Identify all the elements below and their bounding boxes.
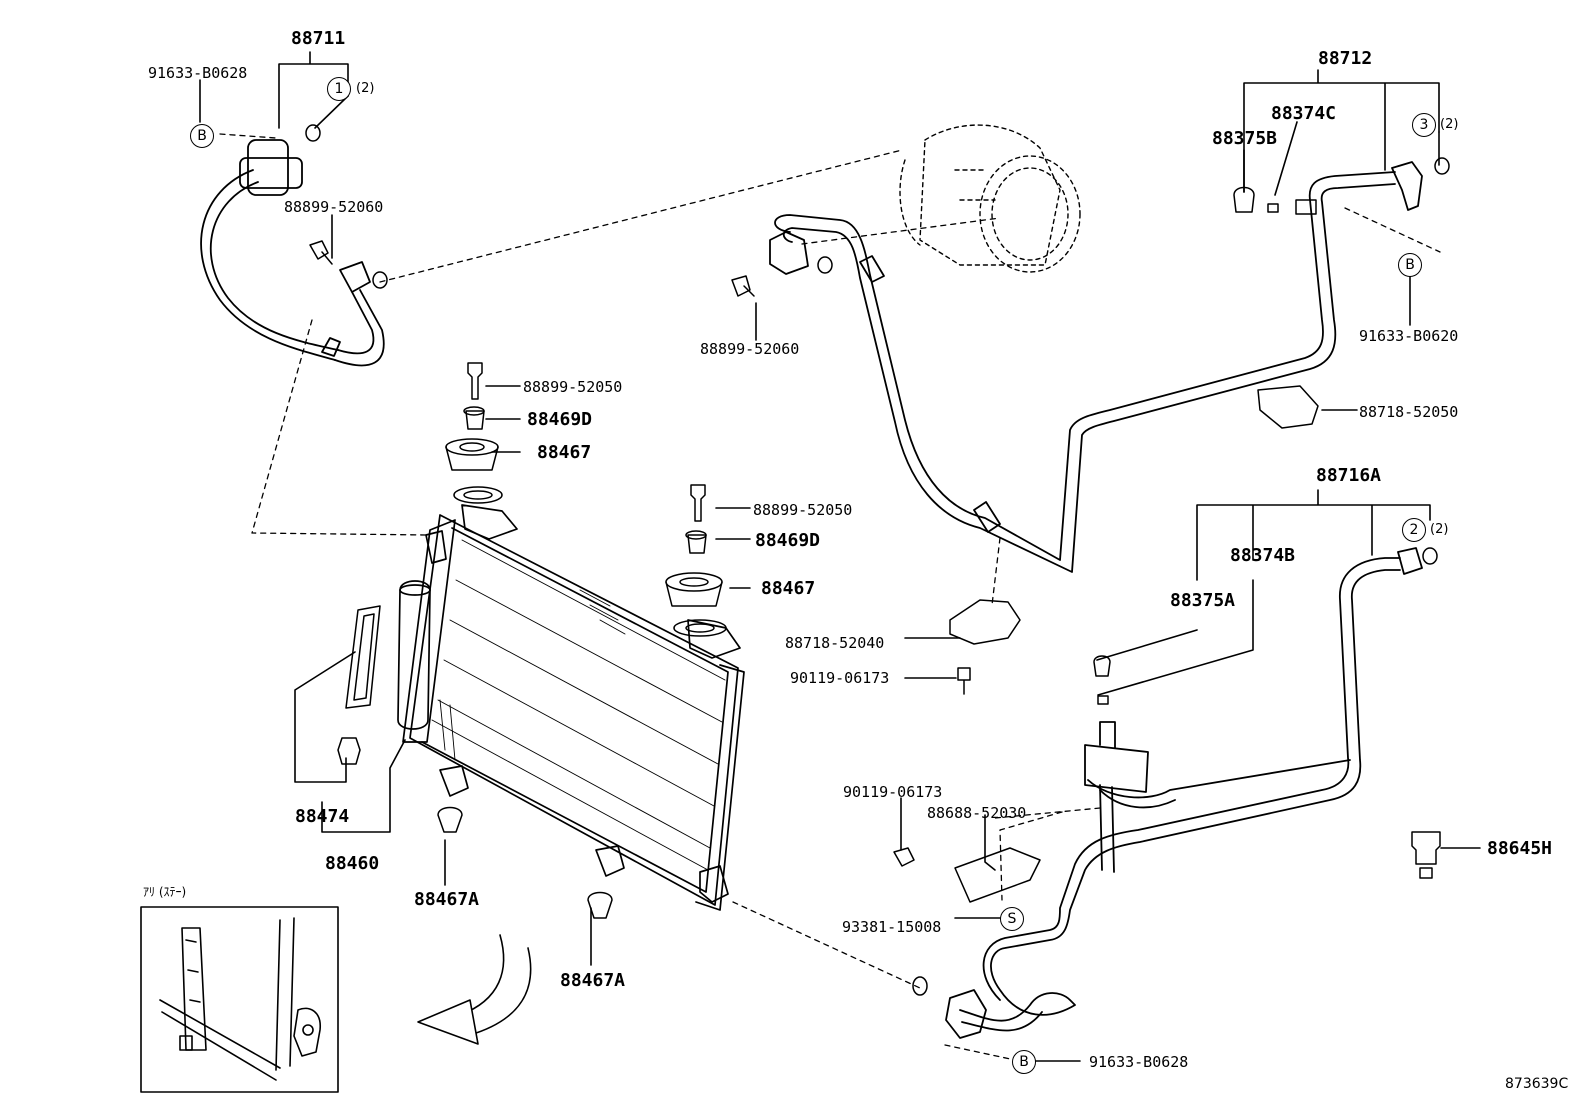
part-number: 88469D xyxy=(527,409,593,430)
part-number: 88716A xyxy=(1316,465,1382,486)
inset-detail xyxy=(140,906,339,1093)
pipe-88716a xyxy=(945,547,1423,1039)
part-number: 88688-52030 xyxy=(927,804,1027,822)
qty-text: (2) xyxy=(356,81,375,96)
qty-callout-1: 1 xyxy=(327,77,351,101)
part-number: 88474 xyxy=(295,806,350,827)
part-number: 88712 xyxy=(1318,48,1373,69)
ref-s-callout: S xyxy=(1000,907,1024,931)
part-number: 88460 xyxy=(325,853,380,874)
part-number: 88469D xyxy=(755,530,821,551)
part-number: 90119-06173 xyxy=(843,783,943,801)
compressor-outline xyxy=(899,124,1081,273)
part-number: 88899-52050 xyxy=(523,378,623,396)
part-number: 88899-52060 xyxy=(700,340,800,358)
part-number: 88645H xyxy=(1487,838,1553,859)
view-direction-arrow xyxy=(417,934,532,1045)
qty-callout-2: 2 xyxy=(1402,518,1426,542)
part-number: 88718-52040 xyxy=(785,634,885,652)
part-number: 88467A xyxy=(560,970,626,991)
dashed-connections xyxy=(219,133,1441,1061)
leader-lines xyxy=(199,51,1481,1062)
ref-b-callout: B xyxy=(190,124,214,148)
diagram-code: 873639C xyxy=(1505,1076,1569,1092)
condenser xyxy=(397,504,745,911)
part-number: 88375B xyxy=(1212,128,1278,149)
part-number: 88467 xyxy=(537,442,592,463)
part-number: 88467 xyxy=(761,578,816,599)
part-number: 88899-52060 xyxy=(284,198,384,216)
part-number: 88374C xyxy=(1271,103,1337,124)
part-number: 91633-B0628 xyxy=(1089,1053,1189,1071)
inset-title: ｱﾘ (ｽﾃｰ) xyxy=(143,885,187,899)
ref-b-callout: B xyxy=(1398,253,1422,277)
part-number: 93381-15008 xyxy=(842,918,942,936)
part-number: 91633-B0620 xyxy=(1359,327,1459,345)
qty-callout-3: 3 xyxy=(1412,113,1436,137)
part-number: 88718-52050 xyxy=(1359,403,1459,421)
pipe-88712 xyxy=(769,161,1423,573)
part-number: 88899-52050 xyxy=(753,501,853,519)
part-number: 88711 xyxy=(291,28,346,49)
part-number: 88374B xyxy=(1230,545,1296,566)
mount-parts xyxy=(305,124,1450,996)
qty-text: (2) xyxy=(1430,522,1449,537)
part-number: 88375A xyxy=(1170,590,1236,611)
part-number: 90119-06173 xyxy=(790,669,890,687)
qty-text: (2) xyxy=(1440,117,1459,132)
ref-b-callout: B xyxy=(1012,1050,1036,1074)
part-number: 91633-B0628 xyxy=(148,64,248,82)
part-number: 88467A xyxy=(414,889,480,910)
pipe-88711 xyxy=(200,139,385,367)
